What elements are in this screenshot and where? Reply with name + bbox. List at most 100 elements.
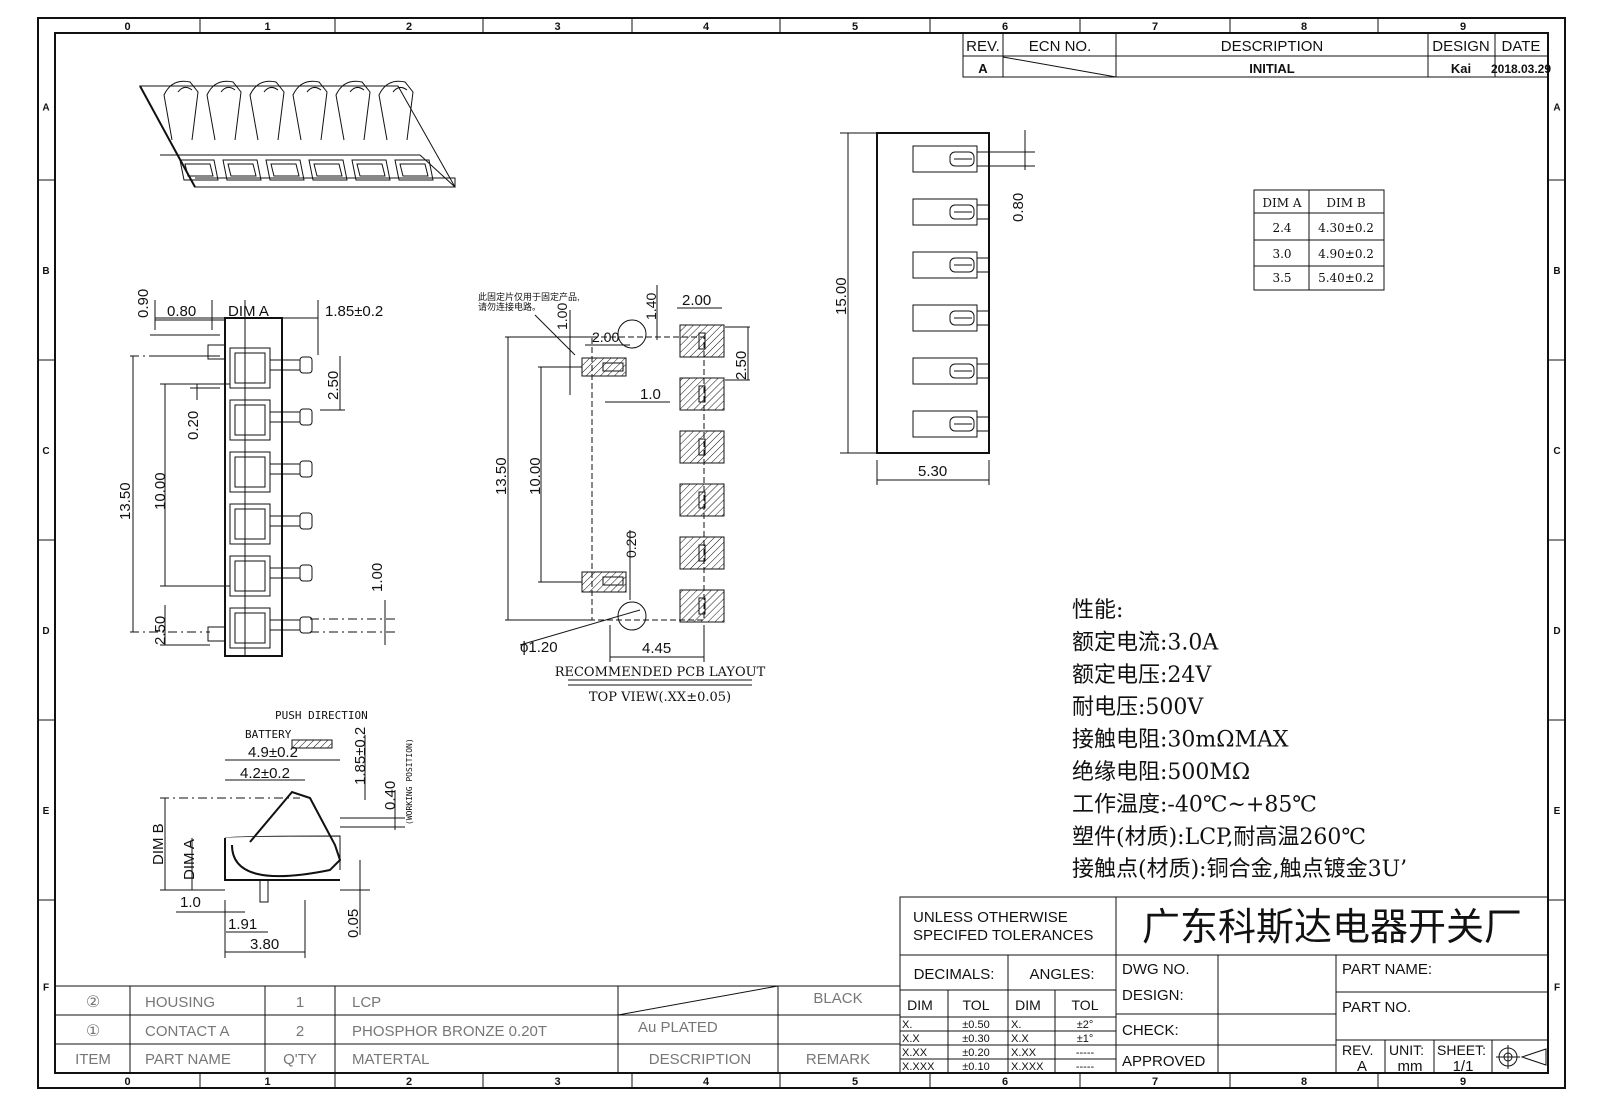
dim-label-1: DIM [907, 997, 933, 1013]
housing-window [351, 159, 391, 181]
company-name: 广东科斯达电器开关厂 [1142, 907, 1522, 949]
design-value: Kai [1451, 61, 1471, 76]
tol-value: ±0.50 [962, 1019, 989, 1031]
specifications: 性能:额定电流:3.0A额定电压:24V耐电压:500V接触电阻:30mΩMAX… [1072, 598, 1407, 882]
pcb-pad [679, 324, 725, 358]
profile-dim-dima: DIM A [181, 839, 198, 880]
dim-table-cell: 5.40±0.2 [1318, 271, 1374, 285]
side-dim-right: 1.85±0.2 [325, 303, 383, 320]
contact-spring [292, 80, 328, 141]
bom-remark: BLACK [813, 990, 862, 1007]
bom-item: ② [86, 994, 100, 1011]
approved-label: APPROVED [1122, 1053, 1206, 1070]
spec-line: 接触电阻:30mΩMAX [1072, 728, 1289, 753]
pcb-pad [679, 377, 725, 411]
row-label: E [1554, 806, 1561, 817]
pcb-pad [679, 536, 725, 570]
side-dim-top: 0.90 [135, 289, 152, 318]
dim-table-cell: 2.4 [1272, 221, 1291, 235]
pcb-layout-view: 此固定片仅用于固定产品, 请勿连接电路。 13.50 10.00 1.00 1.… [478, 285, 766, 705]
side-cell [229, 503, 271, 545]
push-direction-label: PUSH DIRECTION [275, 709, 368, 722]
dim-table-cell: 4.30±0.2 [1318, 221, 1374, 235]
column-label: 8 [1301, 1076, 1307, 1088]
bom-header-item: ITEM [75, 1051, 111, 1068]
row-label: E [43, 806, 50, 817]
side-dim-gap: 0.20 [185, 411, 202, 440]
column-label: 8 [1301, 21, 1307, 33]
rev-value: A [978, 61, 988, 76]
column-label: 6 [1002, 1076, 1008, 1088]
spec-line: 工作温度:-40℃~+85℃ [1072, 792, 1317, 817]
dim-table-cell: 3.0 [1272, 247, 1291, 261]
profile-dim-h: 0.05 [345, 909, 362, 938]
bom-item: ① [86, 1023, 100, 1040]
top-dim-width: 5.30 [918, 463, 947, 480]
column-label: 3 [554, 1076, 560, 1088]
side-dim-a: DIM A [228, 303, 269, 320]
column-label: 7 [1152, 21, 1158, 33]
pcb-dim-width: 4.45 [642, 640, 671, 657]
ang-dim: X.X [1011, 1033, 1029, 1045]
tol-dim: X.XXX [902, 1061, 935, 1073]
housing-window [394, 159, 434, 181]
side-pin [299, 408, 313, 426]
column-label: 4 [703, 21, 710, 33]
side-view: 0.80 DIM A 1.85±0.2 0.90 13.50 10.00 0.2… [117, 289, 395, 657]
rev-header: REV. [966, 38, 1000, 55]
description-value: INITIAL [1249, 61, 1295, 76]
spec-line: 绝缘电阻:500MΩ [1072, 760, 1250, 785]
side-cell [229, 399, 271, 441]
sheet-label: SHEET: [1437, 1042, 1486, 1058]
side-dim-overall: 13.50 [117, 482, 134, 520]
contact-spring [335, 80, 371, 141]
decimals-label: DECIMALS: [914, 966, 995, 983]
pcb-pad [679, 589, 725, 623]
tol-dim: X.XX [902, 1047, 928, 1059]
row-label: B [1553, 266, 1560, 277]
date-header: DATE [1502, 38, 1541, 55]
housing-window [308, 159, 348, 181]
side-dim-left: 0.80 [167, 303, 196, 320]
pcb-dim-6: 1.0 [640, 386, 661, 403]
profile-dim-e: 1.0 [180, 894, 201, 911]
row-label: B [42, 266, 49, 277]
dim-table-cell: 4.90±0.2 [1318, 247, 1374, 261]
side-dim-pitch: 2.50 [325, 371, 342, 400]
row-label: D [1553, 626, 1560, 637]
side-pin [299, 356, 313, 374]
bom-name: CONTACT A [145, 1023, 229, 1040]
column-label: 4 [703, 1076, 710, 1088]
dim-table-header-a: DIM A [1262, 196, 1301, 210]
spec-line: 耐电压:500V [1072, 695, 1204, 720]
row-label: A [1553, 103, 1560, 114]
side-cell [229, 451, 271, 493]
part-no-label: PART NO. [1342, 999, 1411, 1016]
rev-label: REV. [1342, 1042, 1373, 1058]
spec-line: 接触点(材质):铜合金,触点镀金3U’ [1072, 857, 1407, 882]
side-pin [299, 460, 313, 478]
profile-dim-b: 4.2±0.2 [240, 765, 290, 782]
ecn-header: ECN NO. [1029, 38, 1092, 55]
part-name-label: PART NAME: [1342, 961, 1432, 978]
design-label: DESIGN: [1122, 987, 1184, 1004]
revision-table: REV. ECN NO. DESCRIPTION DESIGN DATE A I… [962, 32, 1551, 78]
pcb-pad [679, 430, 725, 464]
projection-symbol-icon [1496, 1045, 1547, 1069]
bom-desc: Au PLATED [638, 1019, 718, 1036]
row-label: C [1553, 446, 1560, 457]
side-cell [229, 607, 271, 649]
side-dim-tab: 1.00 [369, 563, 386, 592]
pcb-title: RECOMMENDED PCB LAYOUT [555, 665, 766, 680]
pcb-note-line2: 请勿连接电路。 [478, 301, 541, 312]
dim-table-header-b: DIM B [1326, 196, 1365, 210]
pcb-dim-3: 2.00 [592, 329, 619, 345]
profile-dim-g: 3.80 [250, 936, 279, 953]
working-position-label: (WORKING POSITION) [405, 738, 414, 825]
tol-label-1: TOL [963, 997, 990, 1013]
pcb-dim-9: 0.20 [623, 531, 639, 558]
column-label: 3 [554, 21, 560, 33]
dim-label-2: DIM [1015, 997, 1041, 1013]
